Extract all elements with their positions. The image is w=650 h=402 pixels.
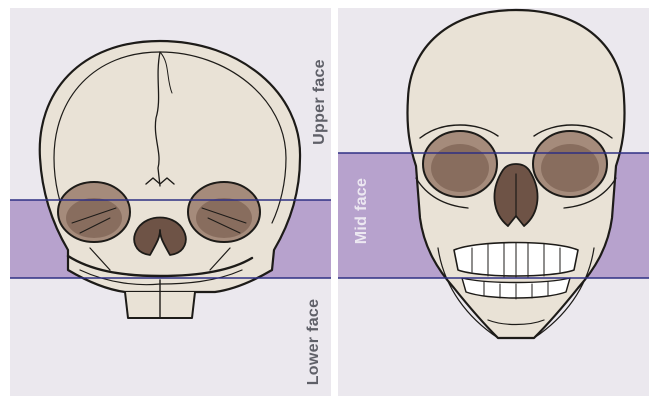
- adult-skull-diagram: [338, 8, 649, 396]
- infant-skull-panel: [10, 8, 331, 396]
- adult-skull-panel: [338, 8, 649, 396]
- infant-skull-diagram: [10, 8, 331, 396]
- upper-face-label: Upper face: [310, 52, 330, 152]
- lower-face-label: Lower face: [304, 292, 324, 392]
- mid-face-label: Mid face: [352, 161, 372, 261]
- infant-skull-icon: [40, 41, 300, 318]
